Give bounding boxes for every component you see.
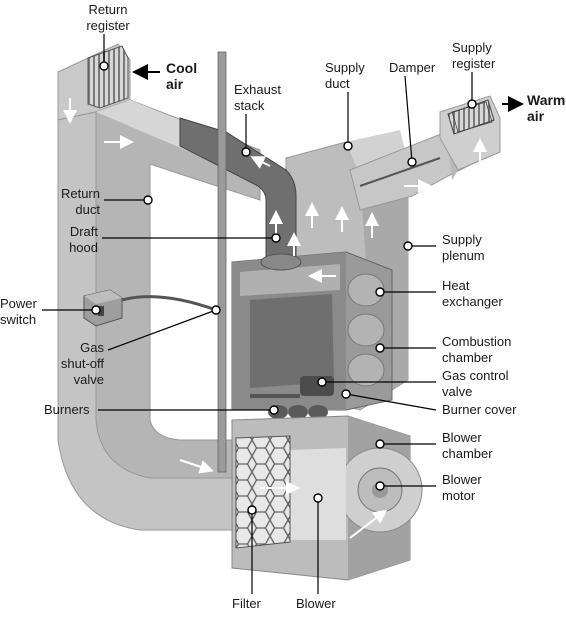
label-supply-duct: Supply duct	[325, 60, 365, 91]
label-supply-plenum: Supply plenum	[442, 232, 485, 263]
label-burners: Burners	[44, 402, 90, 417]
leader-lines	[42, 34, 473, 594]
label-return-register: Return register	[86, 2, 130, 33]
flow-arrows	[132, 64, 524, 112]
label-power-switch: Power switch	[0, 296, 37, 327]
label-cool-air: Cool air	[166, 60, 198, 92]
label-blower: Blower	[296, 596, 336, 611]
label-warm-air: Warm air	[527, 92, 566, 124]
label-blower-motor: Blower motor	[442, 472, 482, 503]
label-gas-control-valve: Gas control valve	[442, 368, 509, 399]
label-return-duct: Return duct	[60, 186, 100, 217]
return-duct	[57, 43, 261, 531]
label-gas-shutoff-valve: Gas shut-off valve	[60, 340, 104, 387]
label-heat-exchanger: Heat exchanger	[442, 278, 503, 309]
label-exhaust-stack: Exhaust stack	[234, 82, 281, 113]
callout-dots	[91, 61, 477, 515]
label-damper: Damper	[389, 60, 436, 75]
power-switch-box	[83, 289, 217, 327]
label-blower-chamber: Blower chamber	[442, 430, 493, 461]
return-register-grill	[87, 45, 129, 109]
label-supply-register: Supply register	[452, 40, 496, 71]
label-draft-hood: Draft hood	[69, 224, 98, 255]
furnace-cabinet	[231, 251, 393, 419]
label-burner-cover: Burner cover	[442, 402, 517, 417]
airflow-arrows	[63, 98, 487, 539]
label-combustion-chamber: Combustion chamber	[442, 334, 512, 365]
label-filter: Filter	[232, 596, 261, 611]
filter-panel	[235, 435, 291, 549]
